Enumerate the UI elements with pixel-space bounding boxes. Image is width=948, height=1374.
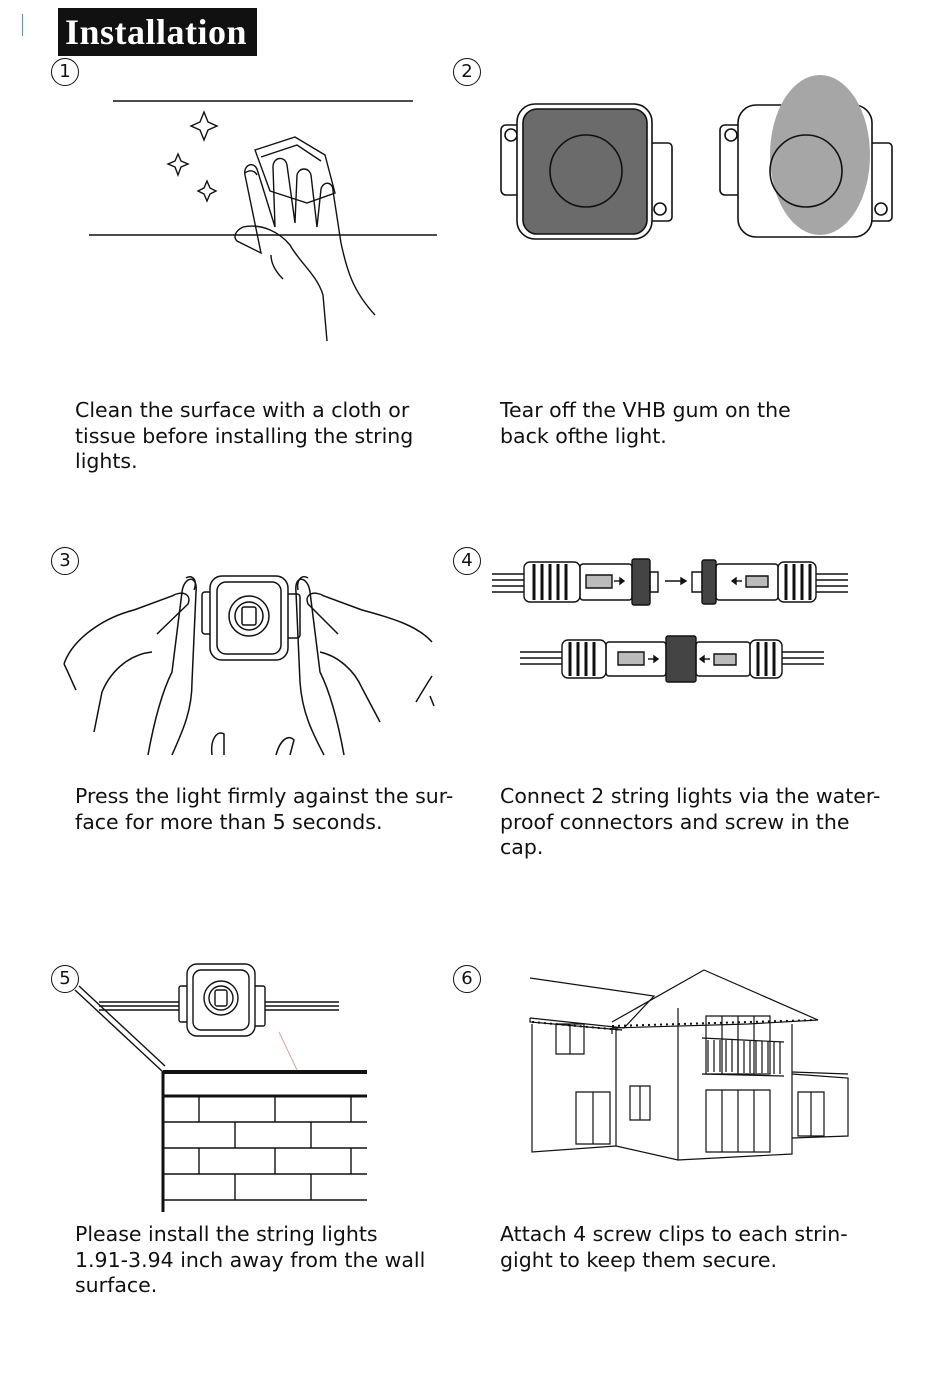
hand-wiping-surface-icon	[85, 95, 445, 345]
step-4-number: 4	[453, 547, 481, 575]
step-5-caption: Please install the string lights 1.91-3.…	[75, 1222, 426, 1297]
step-2-caption: Tear off the VHB gum on the back ofthe l…	[500, 398, 791, 448]
hands-pressing-light-icon	[62, 572, 434, 757]
step-4-caption: Connect 2 string lights via the water- p…	[500, 784, 881, 859]
step-6-caption: Attach 4 screw clips to each strin- gigh…	[500, 1222, 848, 1272]
step-6-number: 6	[453, 965, 481, 993]
light-near-wall-icon	[75, 960, 370, 1215]
edge-mark	[22, 14, 23, 36]
step-1-number: 1	[51, 58, 79, 86]
house-with-lights-icon	[526, 966, 852, 1164]
step-2-number: 2	[453, 58, 481, 86]
step-3-caption: Press the light firmly against the sur- …	[75, 784, 454, 834]
page-title: Installation	[58, 8, 257, 56]
step-1-caption: Clean the surface with a cloth or tissue…	[75, 398, 414, 473]
step-5-number: 5	[51, 965, 79, 993]
waterproof-connector-icon	[490, 556, 852, 684]
step-3-number: 3	[51, 547, 79, 575]
light-back-adhesive-icon	[498, 75, 898, 240]
